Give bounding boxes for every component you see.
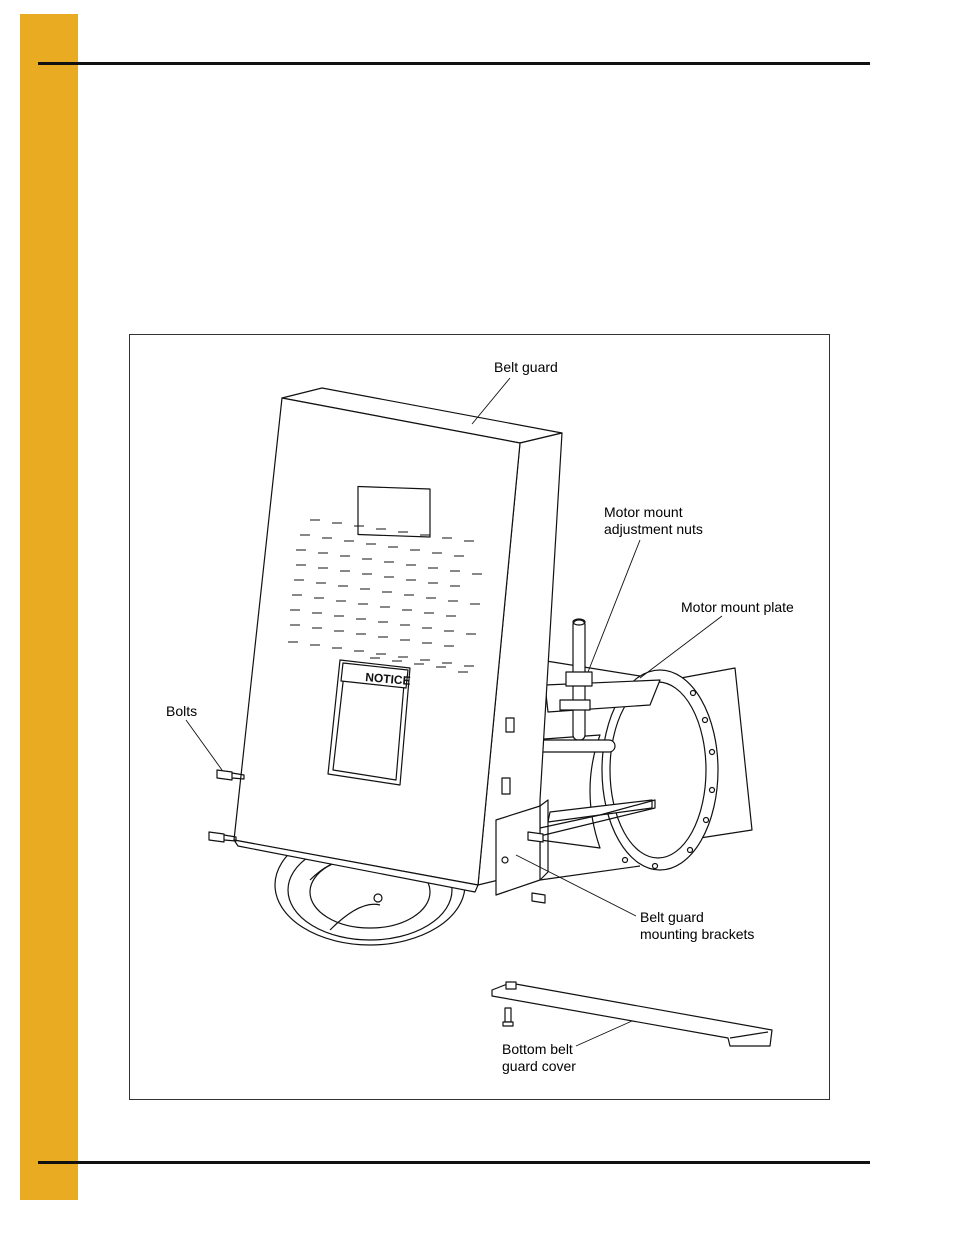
callout-brackets-line-2: mounting brackets (640, 926, 754, 943)
callout-belt-guard-mounting-brackets: Belt guard mounting brackets (640, 909, 754, 943)
callout-motor-mount-plate: Motor mount plate (681, 599, 794, 616)
callout-bottom-cover-line-1: Bottom belt (502, 1041, 576, 1058)
callout-brackets-line-1: Belt guard (640, 909, 754, 926)
callout-bottom-cover-line-2: guard cover (502, 1058, 576, 1075)
callout-motor-mount-plate-line-1: Motor mount plate (681, 599, 794, 616)
callout-bolts-line-1: Bolts (166, 703, 197, 720)
callout-adjustment-nuts-line-2: adjustment nuts (604, 521, 703, 538)
callout-belt-guard-line-1: Belt guard (494, 359, 558, 376)
bottom-belt-guard-cover (492, 982, 772, 1046)
callout-motor-mount-adjustment-nuts: Motor mount adjustment nuts (604, 504, 703, 538)
callout-bolts: Bolts (166, 703, 197, 720)
callout-bottom-belt-guard-cover: Bottom belt guard cover (502, 1041, 576, 1075)
callout-belt-guard: Belt guard (494, 359, 558, 376)
callout-adjustment-nuts-line-1: Motor mount (604, 504, 703, 521)
